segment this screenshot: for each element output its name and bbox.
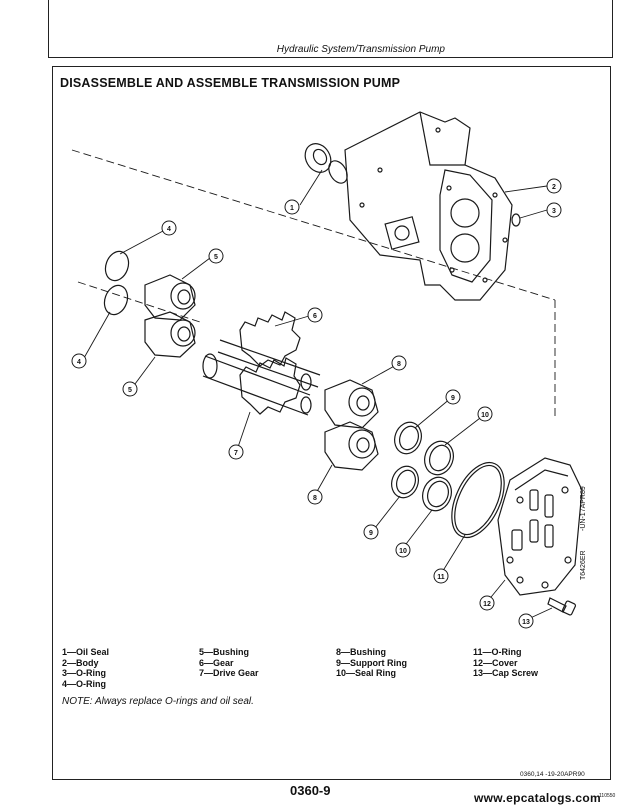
legend-col-2: 5—Bushing 6—Gear 7—Drive Gear: [199, 647, 259, 679]
callout-label: 9: [451, 395, 455, 402]
callout-5a: [208, 248, 224, 264]
legend-item: 13—Cap Screw: [473, 668, 539, 678]
legend-item: 12—Cover: [473, 657, 518, 668]
gear-parts: [202, 311, 321, 416]
callout-5b: [122, 381, 138, 397]
section-title: DISASSEMBLE AND ASSEMBLE TRANSMISSION PU…: [60, 76, 401, 90]
callout-3: [546, 202, 562, 218]
content-box: [52, 66, 611, 780]
exploded-pump-diagram: 1 2 3 4 4 5 5 6 7 8 8 9 9 10 10 11 12 13: [71, 111, 583, 629]
callout-label: 7: [234, 450, 238, 457]
legend-item: 5—Bushing: [199, 647, 250, 657]
site-watermark[interactable]: www.epcatalogs.com: [474, 791, 601, 805]
callout-13: [518, 613, 534, 629]
legend-item: 3—O-Ring: [62, 668, 106, 678]
callout-label: 2: [552, 184, 556, 191]
callout-label: 8: [397, 361, 401, 368]
callout-label: 1: [290, 205, 294, 212]
callout-1: [284, 199, 300, 215]
legend-col-4: 11—O-Ring 12—Cover 13—Cap Screw: [473, 647, 538, 679]
callout-label: 11: [437, 574, 445, 581]
callout-label: 13: [522, 619, 530, 626]
bushing-8-part: [324, 379, 379, 471]
legend-item: 6—Gear: [199, 657, 234, 668]
oil-seal-part: [304, 143, 332, 173]
callout-label: 5: [128, 387, 132, 394]
callout-2: [546, 178, 562, 194]
legend-item: 10—Seal Ring: [336, 668, 397, 678]
legend-item: 1—Oil Seal: [62, 647, 110, 657]
callout-label: 5: [214, 254, 218, 261]
legend-item: 9—Support Ring: [336, 657, 407, 668]
cap-screw-part: [547, 597, 577, 616]
callout-10b: [395, 542, 411, 558]
header-rule: [48, 57, 613, 58]
callout-label: 10: [399, 548, 407, 555]
legend-item: 11—O-Ring: [473, 647, 522, 657]
legend-item: 7—Drive Gear: [199, 668, 259, 678]
header-frame: [48, 0, 613, 57]
callout-label: 4: [167, 226, 171, 233]
callout-label: 10: [481, 412, 489, 419]
legend-item: 4—O-Ring: [62, 678, 106, 689]
callout-7: [228, 444, 244, 460]
callout-8b: [307, 489, 323, 505]
legend-item: 2—Body: [62, 657, 99, 668]
callout-9b: [363, 524, 379, 540]
callout-label: 4: [77, 359, 81, 366]
callout-10a: [477, 406, 493, 422]
cover-part: [497, 457, 583, 596]
callout-4a: [161, 220, 177, 236]
callout-label: 9: [369, 530, 373, 537]
callout-label: 8: [313, 495, 317, 502]
legend-item: 8—Bushing: [336, 647, 387, 657]
callout-label: 12: [483, 601, 491, 608]
callout-label: 6: [313, 313, 317, 320]
callout-11: [433, 568, 449, 584]
callout-6: [307, 307, 323, 323]
page-number: 0360-9: [290, 783, 331, 798]
legend-col-3: 8—Bushing 9—Support Ring 10—Seal Ring: [336, 647, 407, 679]
callout-12: [479, 595, 495, 611]
page-header-title: Hydraulic System/Transmission Pump: [276, 44, 445, 55]
footer-reference: 0360,14 -19-20APR90: [520, 771, 585, 778]
callout-8a: [391, 355, 407, 371]
callout-4b: [71, 353, 87, 369]
figure-code-top: -UN-17APR89: [580, 486, 587, 531]
legend-col-1: 1—Oil Seal 2—Body 3—O-Ring 4—O-Ring: [62, 647, 109, 689]
figure-code-bottom: T6426ER: [580, 550, 587, 580]
pump-body-part: [344, 111, 513, 301]
callout-label: 3: [552, 208, 556, 215]
callout-9a: [445, 389, 461, 405]
note-text: NOTE: Always replace O-rings and oil sea…: [62, 696, 254, 707]
figure-code: T6426ER -UN-17APR89: [580, 486, 587, 580]
bushing-5-part: [144, 274, 196, 358]
site-small-code: 110550: [599, 793, 616, 799]
